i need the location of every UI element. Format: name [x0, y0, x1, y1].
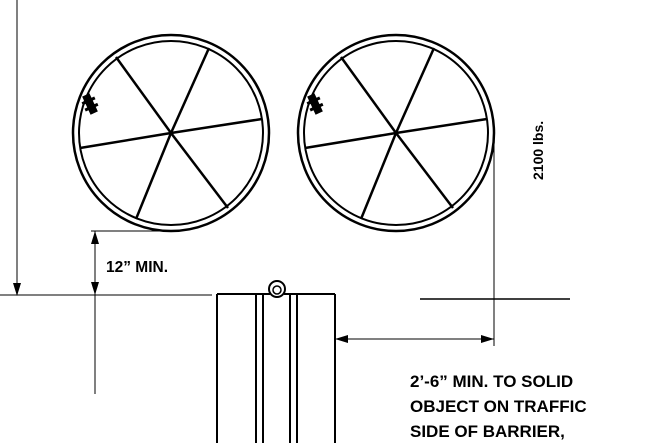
right-wheel-spoke: [394, 47, 436, 134]
barrier-section: [216, 293, 336, 443]
right-wheel-spoke: [304, 131, 397, 150]
weight-label: 2100 lbs.: [530, 121, 546, 180]
left-wheel-spoke: [114, 56, 173, 134]
left-extension-arrowhead: [13, 283, 21, 296]
offset-arrowhead-left: [335, 335, 348, 343]
barrier-lifting-eye-icon: [268, 280, 286, 298]
left-wheel-spoke: [170, 117, 263, 135]
right-wheel-spoke: [359, 132, 398, 220]
offset-note-line-2: OBJECT ON TRAFFIC: [410, 397, 587, 416]
offset-note-line-1: 2’-6” MIN. TO SOLID: [410, 372, 573, 391]
left-wheel-spoke: [170, 132, 229, 209]
right-wheel-inner-rim: [303, 40, 489, 226]
offset-note-line-3: SIDE OF BARRIER,: [410, 422, 565, 441]
right-wheel-spoke: [395, 132, 454, 209]
offset-arrowhead-right: [481, 335, 494, 343]
clearance-arrowhead-top: [91, 231, 99, 244]
clearance-arrowhead-bottom: [91, 282, 99, 295]
left-wheel-inner-rim: [78, 40, 264, 226]
right-wheel-valve-icon: [306, 93, 324, 115]
left-wheel: [71, 33, 271, 233]
clearance-label: 12” MIN.: [106, 259, 168, 276]
left-wheel-spoke: [134, 132, 173, 220]
left-wheel-valve-icon: [81, 93, 99, 115]
right-wheel-spoke: [395, 117, 488, 135]
right-wheel: [296, 33, 496, 233]
right-wheel-spoke: [339, 56, 398, 134]
left-wheel-spoke: [79, 131, 172, 150]
left-wheel-spoke: [169, 47, 211, 134]
left-wheel-outer-rim: [71, 33, 271, 233]
